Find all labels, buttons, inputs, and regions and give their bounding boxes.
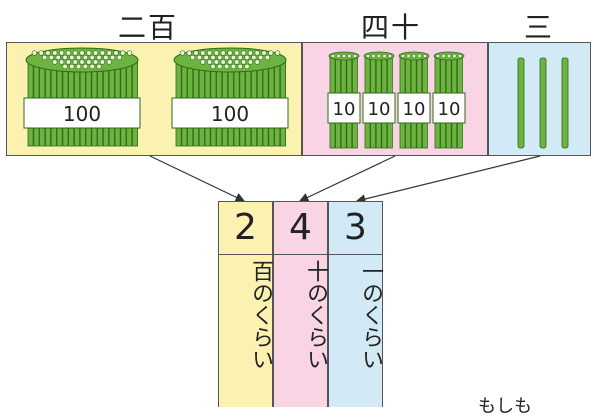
- hundreds-column: 2 百のくらい: [218, 201, 273, 407]
- tens-label: 四十: [361, 11, 422, 44]
- hundreds-label: 二百: [118, 11, 179, 44]
- footer-fragment: もしも: [478, 396, 532, 417]
- hundreds-place-label: 百のくらい: [248, 260, 273, 370]
- single-stick: [517, 57, 525, 149]
- hundred-tag: 100: [63, 102, 101, 126]
- ones-panel: [488, 42, 591, 156]
- tens-column: 4 十のくらい: [273, 201, 328, 407]
- single-stick: [539, 57, 547, 149]
- ten-bundle: 10: [327, 51, 361, 149]
- ones-digit: 3: [329, 202, 382, 255]
- hundreds-digit: 2: [219, 202, 272, 255]
- place-value-table: 2 百のくらい 4 十のくらい 3 一のくらい: [218, 201, 384, 407]
- ten-tag: 10: [403, 99, 426, 120]
- ten-bundle: 10: [397, 51, 431, 149]
- tens-digit: 4: [274, 202, 327, 255]
- arrow-ones: [355, 155, 541, 204]
- arrow-hundreds: [149, 155, 246, 202]
- ones-label: 三: [524, 11, 555, 44]
- ten-tag: 10: [438, 99, 461, 120]
- ones-column: 3 一のくらい: [328, 201, 383, 407]
- ten-tag: 10: [333, 99, 356, 120]
- tens-place-label: 十のくらい: [303, 260, 328, 370]
- ten-bundle: 10: [362, 51, 396, 149]
- ones-place-label: 一のくらい: [358, 260, 383, 370]
- single-stick: [561, 57, 569, 149]
- ten-bundle: 10: [432, 51, 466, 149]
- hundred-tag: 100: [211, 102, 249, 126]
- arrow-tens: [298, 155, 396, 202]
- bundles-drawing: 100 100 10 10 10 10: [23, 47, 569, 204]
- ten-tag: 10: [368, 99, 391, 120]
- hundred-bundle: 100: [23, 47, 141, 147]
- hundred-bundle: 100: [171, 47, 289, 147]
